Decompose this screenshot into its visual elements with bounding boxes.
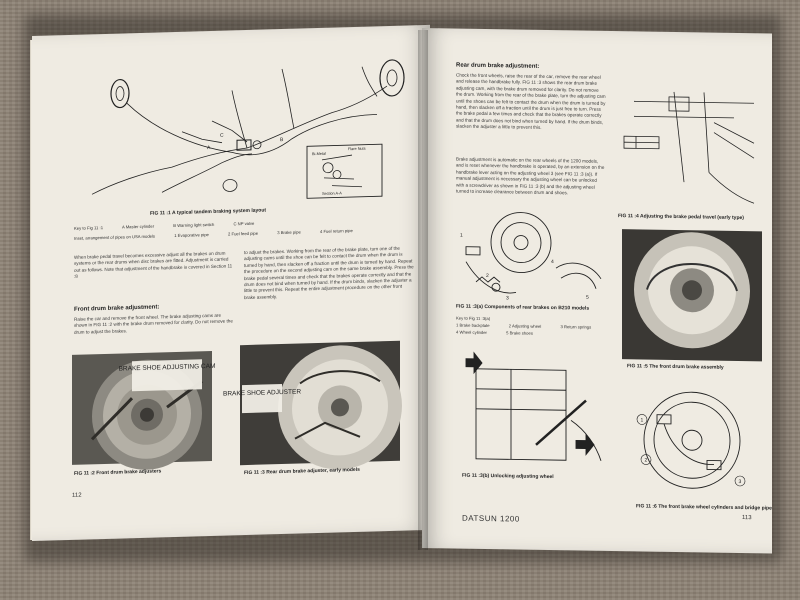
fig-11-6-wheel-cylinders-diagram: 1 2 3 xyxy=(636,391,746,489)
fig-11-3a-caption: FIG 11 :3(a) Components of rear brakes o… xyxy=(456,303,590,312)
left-page-number: 112 xyxy=(72,492,82,499)
fig-11-3a-key: Key to Fig 11 :3(a) xyxy=(456,316,508,322)
fig-11-4-pedal-diagram xyxy=(623,91,755,204)
fig-11-3a-rear-brake-components: 1 2 3 4 5 xyxy=(460,212,602,301)
rear-drum-paragraph-2: Brake adjustment is automatic on the rea… xyxy=(456,156,605,196)
fig-11-2-caption: FIG 11 :2 Front drum brake adjusters xyxy=(74,468,162,477)
fig-11-6-caption: FIG 11 :6 The front brake wheel cylinder… xyxy=(636,503,772,512)
fig-11-1-section-label: Section A-A xyxy=(322,191,342,196)
fig-11-3b-unlocking-diagram xyxy=(465,351,602,461)
fig-11-1-caption: FIG 11 :1 A typical tandem braking syste… xyxy=(150,207,267,217)
fig-11-3-rear-drum-photo: BRAKE SHOE ADJUSTER xyxy=(223,340,402,470)
column-2-paragraph: to adjust the brakes. Working from the r… xyxy=(244,245,414,300)
key-item-b: B Warning light switch xyxy=(173,221,215,229)
key-item-c: C NP valve xyxy=(233,220,255,227)
fig-11-1-key: Key to Fig 11 :1 A Master cylinder B War… xyxy=(74,220,272,231)
fig-11-3a-key-2: 2 Adjusting wheel xyxy=(508,323,542,329)
fig-11-3-label: BRAKE SHOE ADJUSTER xyxy=(223,388,301,397)
fig-11-3a-key-4: 4 Wheel cylinder xyxy=(456,329,487,336)
fig-11-1-marker-c: C xyxy=(220,133,224,139)
fig-11-6-marker-1: 1 xyxy=(641,417,644,423)
intro-paragraph: When brake pedal travel becomes excessiv… xyxy=(74,250,233,280)
book-footer-title: DATSUN 1200 xyxy=(462,513,520,524)
fig-11-1-inset-flare-label: Flare Nuts xyxy=(348,147,366,151)
left-page: A C B Bi-Metal Flare Nuts Section A-A FI… xyxy=(32,24,430,541)
book-gutter xyxy=(418,30,428,550)
fig-11-3a-key-row-1: 1 Brake backplate 2 Adjusting wheel 3 Re… xyxy=(456,323,609,330)
inset-key-item-3: 3 Brake pipe xyxy=(277,229,301,236)
rear-drum-paragraph: Chock the front wheels, raise the rear o… xyxy=(456,72,606,131)
fig-11-4-caption: FIG 11 :4 Adjusting the brake pedal trav… xyxy=(618,213,744,222)
fig-11-3-caption: FIG 11 :3 Rear drum brake adjuster, earl… xyxy=(244,466,360,477)
fig-11-3a-marker-5: 5 xyxy=(586,295,589,301)
inset-key-intro: Inset, arrangement of pipes on USA model… xyxy=(74,233,156,241)
rear-drum-heading: Rear drum brake adjustment: xyxy=(456,62,540,70)
right-page: Rear drum brake adjustment: Chock the fr… xyxy=(422,28,772,554)
key-intro: Key to Fig 11 :1 xyxy=(74,225,104,231)
fig-11-5-front-drum-assembly-photo xyxy=(622,229,762,362)
fig-11-2-label-line: BRAKE SHOE ADJUSTING CAM xyxy=(119,363,216,373)
front-drum-paragraph: Raise the car and remove the front wheel… xyxy=(74,312,233,335)
fig-11-3a-key-5: 5 Brake shoes xyxy=(506,330,533,336)
fig-11-1-inset-bimetal-label: Bi-Metal xyxy=(312,152,326,156)
fig-11-3a-marker-3: 3 xyxy=(506,295,509,301)
fig-11-6-marker-2: 2 xyxy=(645,457,648,463)
front-drum-heading: Front drum brake adjustment: xyxy=(74,304,160,313)
fig-11-3a-key-row-2: 4 Wheel cylinder 5 Brake shoes xyxy=(456,330,551,336)
inset-key-item-4: 4 Fuel return pipe xyxy=(319,228,353,234)
fig-11-3a-marker-1: 1 xyxy=(460,233,463,239)
fig-11-2-front-drum-photo: BRAKE SHOE ADJUSTING CAM xyxy=(72,350,215,470)
fig-11-1-marker-b: B xyxy=(280,137,284,143)
inset-key-item-1: 1 Evaporative pipe xyxy=(174,232,209,239)
fig-11-3a-key-intro: Key to Fig 11 :3(a) xyxy=(456,315,491,322)
fig-11-3b-caption: FIG 11 :3(b) Unlocking adjusting wheel xyxy=(462,472,554,481)
fig-11-3a-key-1: 1 Brake backplate xyxy=(456,322,490,329)
fig-11-5-caption: FIG 11 :5 The front drum brake assembly xyxy=(627,363,724,371)
key-item-a: A Master cylinder xyxy=(121,223,155,230)
fig-11-3a-marker-2: 2 xyxy=(486,273,489,279)
fig-11-3a-marker-4: 4 xyxy=(551,259,554,265)
fig-11-3a-key-3: 3 Return springs xyxy=(560,324,592,330)
inset-key-item-2: 2 Fuel feed pipe xyxy=(228,230,259,237)
fig-11-1-marker-a: A xyxy=(207,145,211,151)
fig-11-1-brake-layout-diagram: A C B Bi-Metal Flare Nuts Section A-A xyxy=(91,59,405,199)
fig-11-6-marker-3: 3 xyxy=(739,479,742,485)
right-page-number: 113 xyxy=(742,515,752,522)
